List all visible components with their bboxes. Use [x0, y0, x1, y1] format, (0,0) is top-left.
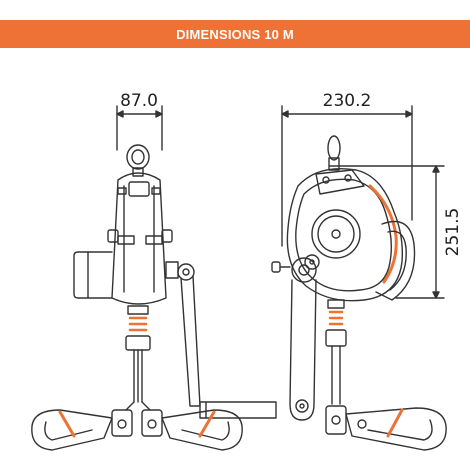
title-banner: DIMENSIONS 10 M: [0, 20, 470, 48]
front-crank-arm: [289, 257, 317, 421]
side-snap-hook-left: [31, 409, 113, 451]
dimension-side-width: [116, 105, 163, 151]
side-housing: [111, 172, 167, 305]
side-swivel-left: [111, 409, 133, 437]
label-side-width: 87.0: [120, 91, 158, 111]
front-side-handle: [375, 220, 416, 301]
front-swivel: [325, 405, 347, 435]
label-front-width: 230.2: [323, 91, 372, 111]
banner-title: DIMENSIONS 10 M: [176, 26, 294, 42]
front-housing: [286, 168, 404, 302]
front-hub: [311, 209, 361, 259]
side-eye-ring: [126, 144, 150, 170]
side-view: [31, 105, 277, 451]
front-snap-hook: [345, 407, 447, 451]
dimension-front-width: [281, 105, 413, 247]
label-front-height: 251.5: [443, 208, 463, 257]
front-view: [271, 105, 447, 451]
dimension-front-height: [329, 165, 445, 299]
side-swivel-right: [141, 409, 163, 437]
side-snap-hook-right: [161, 409, 243, 451]
side-crank-hub: [177, 263, 195, 281]
